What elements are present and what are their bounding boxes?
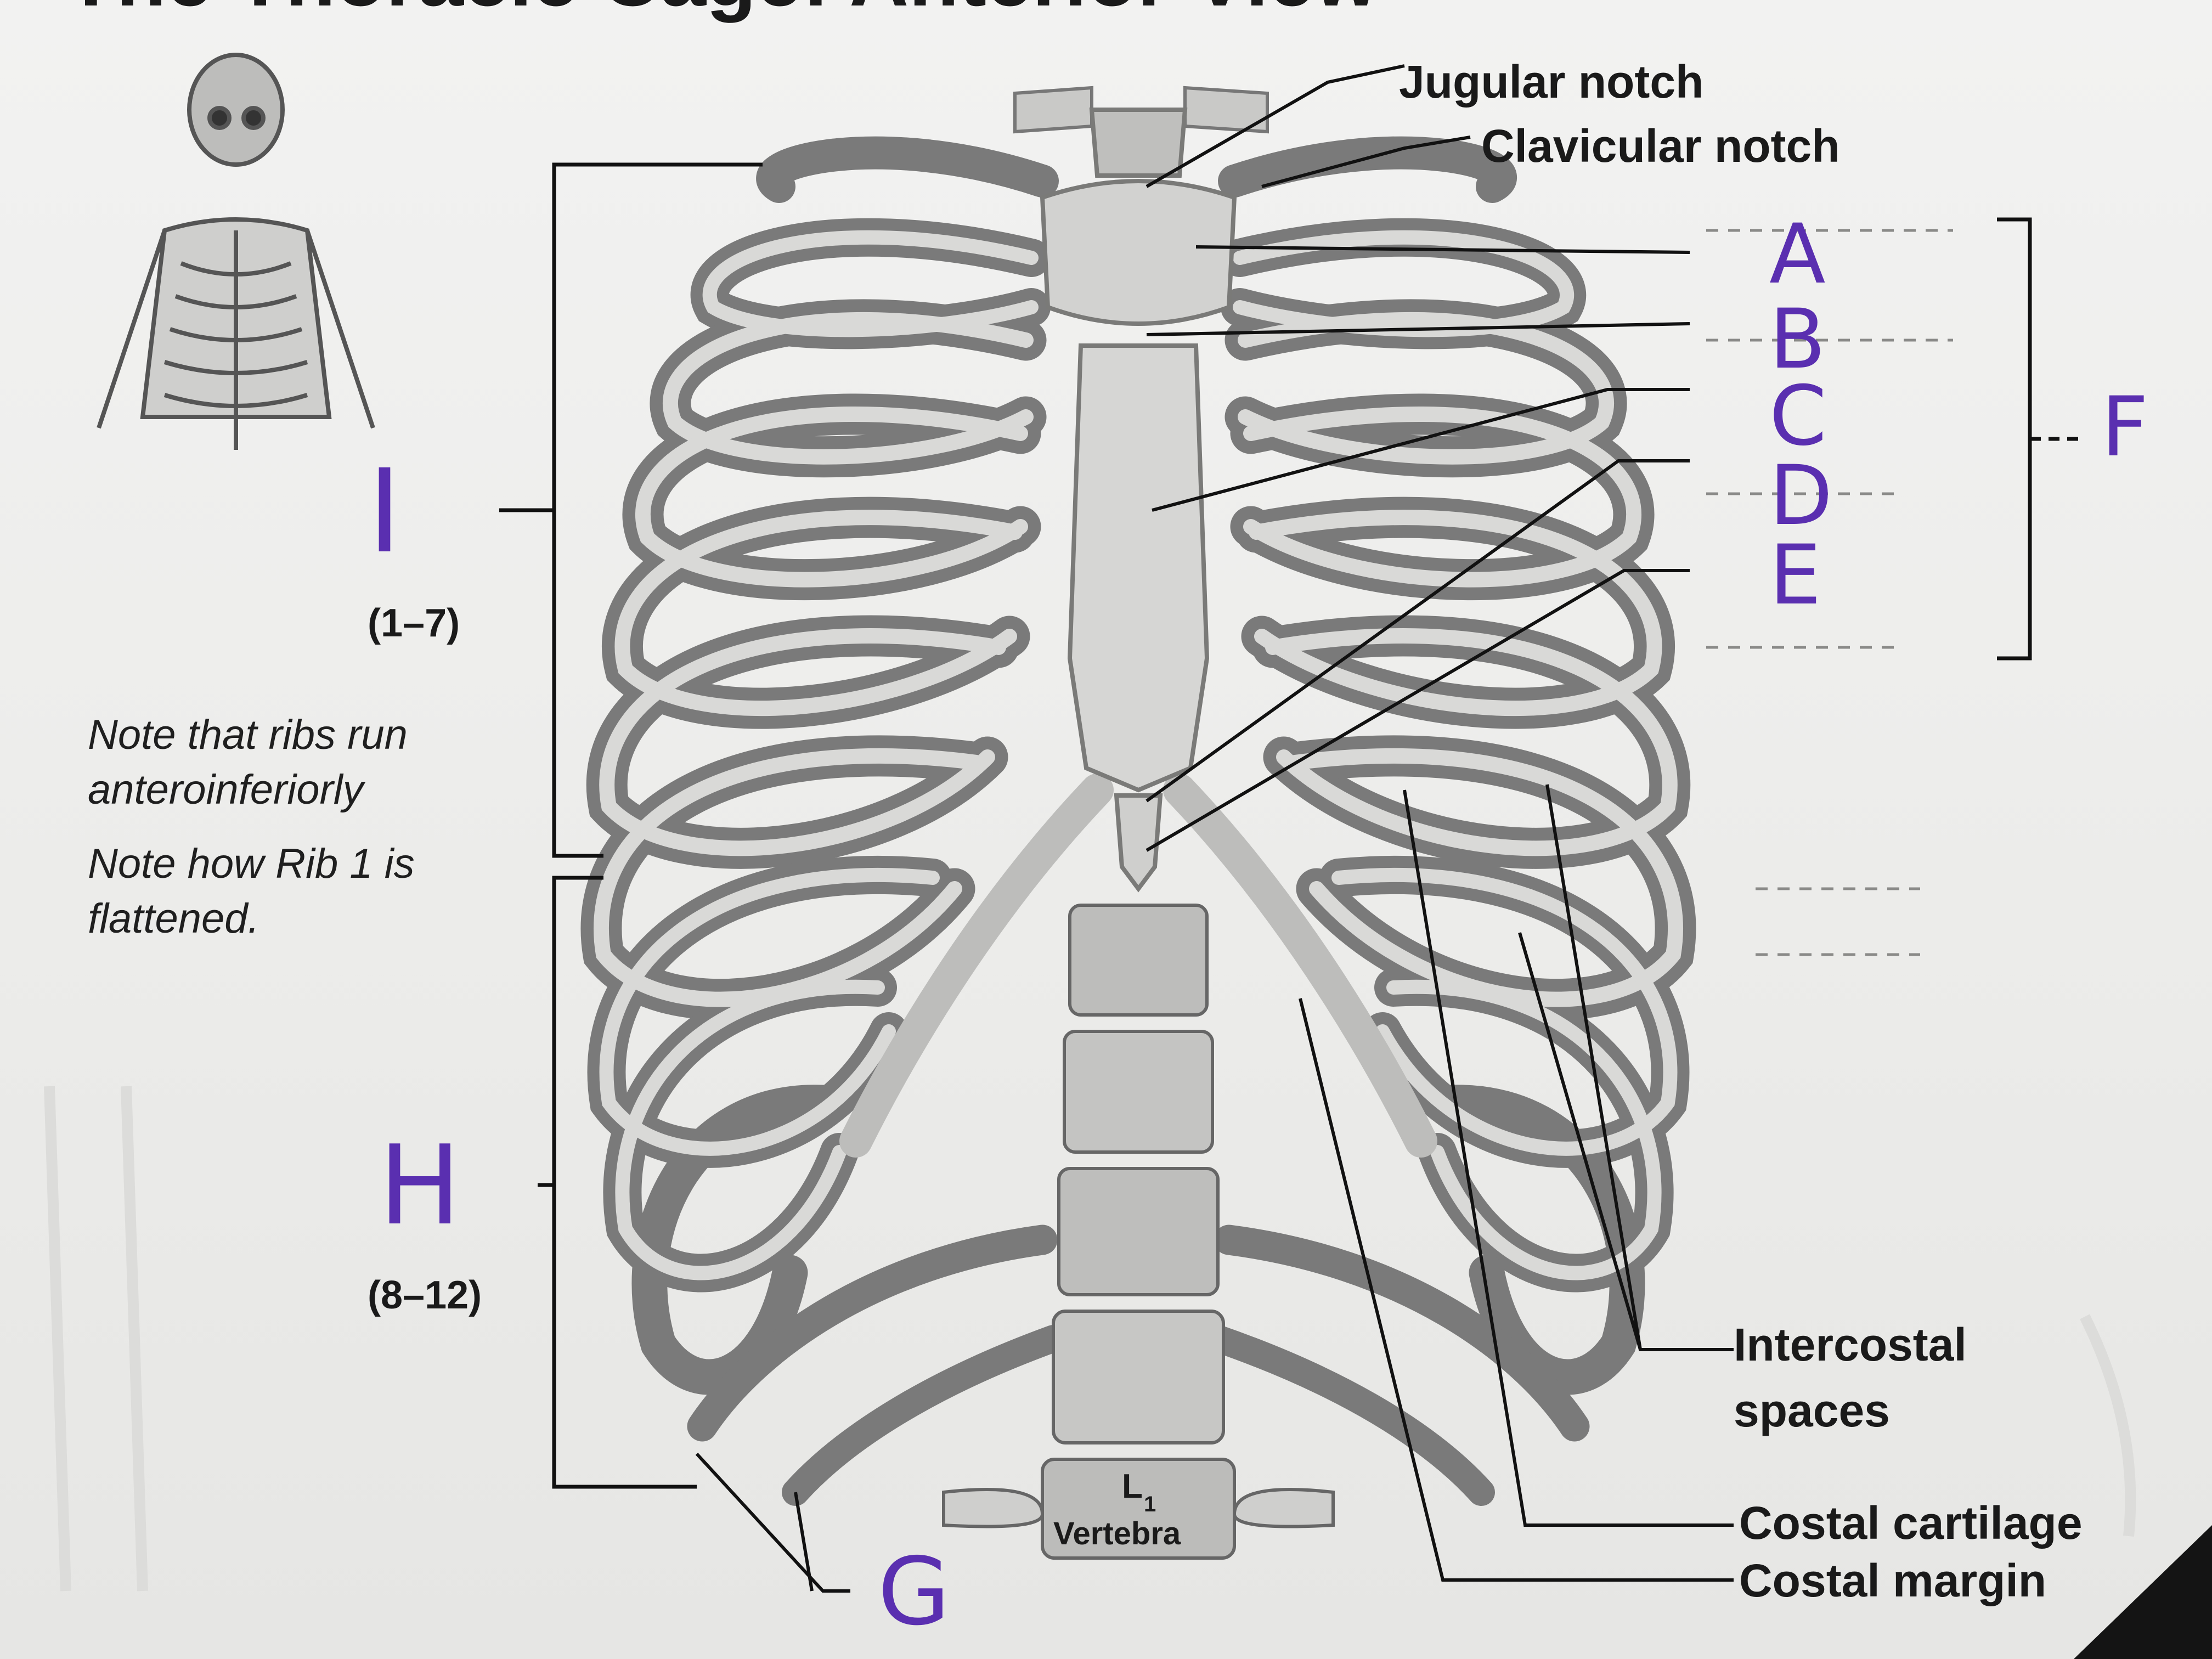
vertebral-column xyxy=(942,904,1335,1560)
sternum xyxy=(1040,108,1237,893)
label-jugular-notch: Jugular notch xyxy=(1399,56,1703,108)
vertebra-label: Vertebra xyxy=(1053,1516,1181,1551)
label-costal-margin: Costal margin xyxy=(1739,1555,2046,1606)
rib-group-brackets xyxy=(499,162,2085,1489)
sternal-body xyxy=(1067,343,1210,793)
handwritten-a: A xyxy=(1769,207,1826,302)
manubrium xyxy=(1040,179,1237,326)
range-false-ribs: (8–12) xyxy=(368,1273,482,1317)
handwritten-i: I xyxy=(368,444,402,579)
rib-cage-right xyxy=(1204,136,1696,1506)
answer-blanks xyxy=(1706,229,1953,956)
skeleton-thumbnail-icon xyxy=(97,53,375,450)
handwritten-e: E xyxy=(1769,528,1821,623)
rib-cage-left xyxy=(580,136,1067,1506)
handwritten-h: H xyxy=(379,1122,461,1250)
vertebra-label-l: L xyxy=(1122,1468,1143,1505)
note-line-3: Note how Rib 1 is xyxy=(88,840,415,887)
page-title: The Thoracic Cage: Anterior View xyxy=(66,0,1379,23)
label-intercostal: Intercostal xyxy=(1734,1319,1967,1370)
vertebra-label-sub: 1 xyxy=(1144,1492,1156,1516)
note-line-4: flattened. xyxy=(88,895,259,942)
handwritten-g: G xyxy=(878,1538,950,1646)
note-line-1: Note that ribs run xyxy=(88,712,408,758)
rib-highlights-right xyxy=(1233,230,1683,1280)
clavicle-stubs xyxy=(1013,86,1269,134)
note-line-2: anteroinferiorly xyxy=(88,766,366,813)
label-clavicular-notch: Clavicular notch xyxy=(1481,120,1840,172)
leader-lines xyxy=(695,64,1734,1593)
costal-cartilage-bands xyxy=(839,774,1437,1158)
handwritten-b: B xyxy=(1769,292,1826,387)
faint-background-figure xyxy=(44,1086,2136,1592)
handwritten-c: C xyxy=(1769,369,1827,464)
label-costal-cartilage: Costal cartilage xyxy=(1739,1497,2083,1549)
handwritten-f: F xyxy=(2101,380,2148,475)
range-true-ribs: (1–7) xyxy=(368,601,460,645)
page-corner-shadow xyxy=(2074,1525,2212,1659)
handwritten-d: D xyxy=(1769,448,1833,544)
rib-highlights-left xyxy=(593,230,1039,1280)
xiphoid-process xyxy=(1114,793,1163,893)
label-spaces: spaces xyxy=(1734,1385,1890,1436)
jugular-notch-shape xyxy=(1089,108,1188,178)
